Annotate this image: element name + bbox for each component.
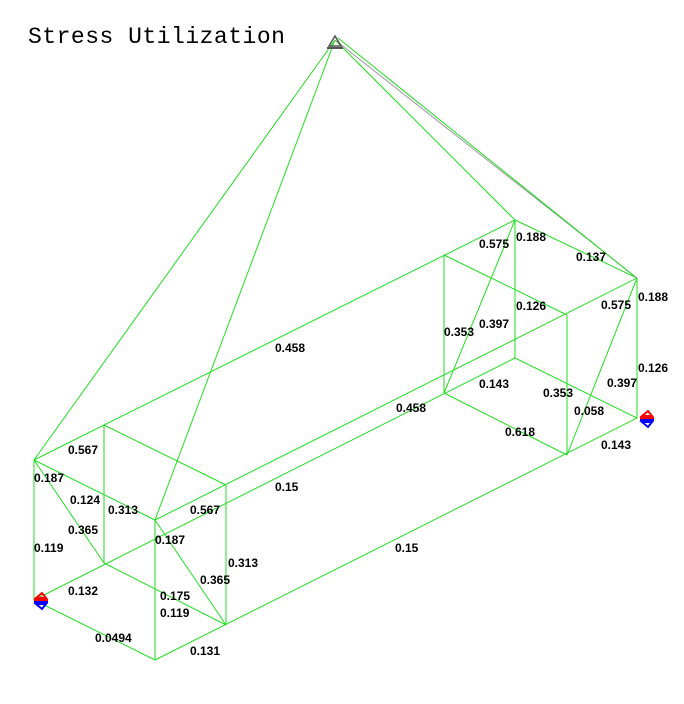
- member-P2-Q4[interactable]: [33, 357, 516, 601]
- utilization-label: 0.188: [638, 290, 668, 304]
- utilization-label: 0.119: [160, 606, 190, 620]
- utilization-label: 0.132: [68, 584, 98, 598]
- member-P6-Q8[interactable]: [154, 417, 638, 661]
- member-Q2-Q3[interactable]: [443, 219, 516, 394]
- support-left-icon: [33, 591, 49, 611]
- utilization-labels: 0.567 0.187 0.124 0.313 0.365 0.119 0.132 0.049…: [34, 230, 668, 658]
- utilization-label: 0.131: [190, 644, 220, 658]
- utilization-label: 0.126: [516, 299, 546, 313]
- member-Q1-Q5[interactable]: [443, 254, 568, 316]
- utilization-label: 0.397: [607, 376, 637, 390]
- utilization-label: 0.458: [275, 341, 305, 355]
- member-P1-Q3[interactable]: [33, 219, 516, 461]
- utilization-label: 0.353: [543, 386, 573, 400]
- member-P4-P8[interactable]: [103, 562, 227, 626]
- member-P2-P6[interactable]: [33, 599, 156, 661]
- member-A-Q7-b[interactable]: [337, 37, 635, 277]
- utilization-label: 0.567: [190, 503, 220, 517]
- utilization-label: 0.458: [396, 401, 426, 415]
- member-Q6-Q7[interactable]: [566, 277, 638, 456]
- utilization-label: 0.058: [574, 404, 604, 418]
- utilization-label: 0.575: [601, 298, 631, 312]
- utilization-label: 0.143: [479, 377, 509, 391]
- view-title: Stress Utilization: [28, 24, 286, 50]
- utilization-label: 0.0494: [95, 631, 132, 645]
- utilization-label: 0.365: [68, 523, 98, 537]
- utilization-label: 0.313: [228, 556, 258, 570]
- utilization-label: 0.119: [34, 541, 64, 555]
- member-A-P5[interactable]: [154, 39, 336, 521]
- member-Q2-Q6[interactable]: [443, 392, 568, 456]
- member-P5-P8[interactable]: [154, 519, 227, 626]
- members: [33, 37, 638, 661]
- utilization-label: 0.137: [576, 250, 606, 264]
- utilization-label: 0.15: [395, 541, 419, 555]
- utilization-label: 0.143: [601, 438, 631, 452]
- member-P5-Q7[interactable]: [154, 277, 638, 521]
- utilization-label: 0.618: [505, 425, 535, 439]
- support-right-icon: [639, 409, 655, 429]
- utilization-label: 0.175: [160, 589, 190, 603]
- member-P1-P4[interactable]: [33, 459, 105, 564]
- utilization-label: 0.397: [479, 317, 509, 331]
- utilization-label: 0.187: [34, 471, 64, 485]
- utilization-label: 0.126: [638, 361, 668, 375]
- utilization-label: 0.124: [70, 493, 100, 507]
- member-P1-P5[interactable]: [33, 459, 156, 521]
- utilization-label: 0.187: [155, 533, 185, 547]
- utilization-label: 0.15: [275, 480, 299, 494]
- member-A-Q3[interactable]: [334, 39, 516, 221]
- utilization-label: 0.188: [516, 230, 546, 244]
- member-P3-P7[interactable]: [103, 424, 227, 486]
- apex-hinge-icon: [327, 34, 343, 49]
- member-Q3-Q7[interactable]: [514, 219, 638, 279]
- utilization-label: 0.365: [200, 573, 230, 587]
- utilization-label: 0.567: [68, 443, 98, 457]
- member-A-P1[interactable]: [33, 39, 336, 461]
- member-Q4-Q8[interactable]: [514, 357, 638, 419]
- utilization-label: 0.575: [479, 237, 509, 251]
- utilization-label: 0.313: [108, 503, 138, 517]
- utilization-label: 0.353: [444, 325, 474, 339]
